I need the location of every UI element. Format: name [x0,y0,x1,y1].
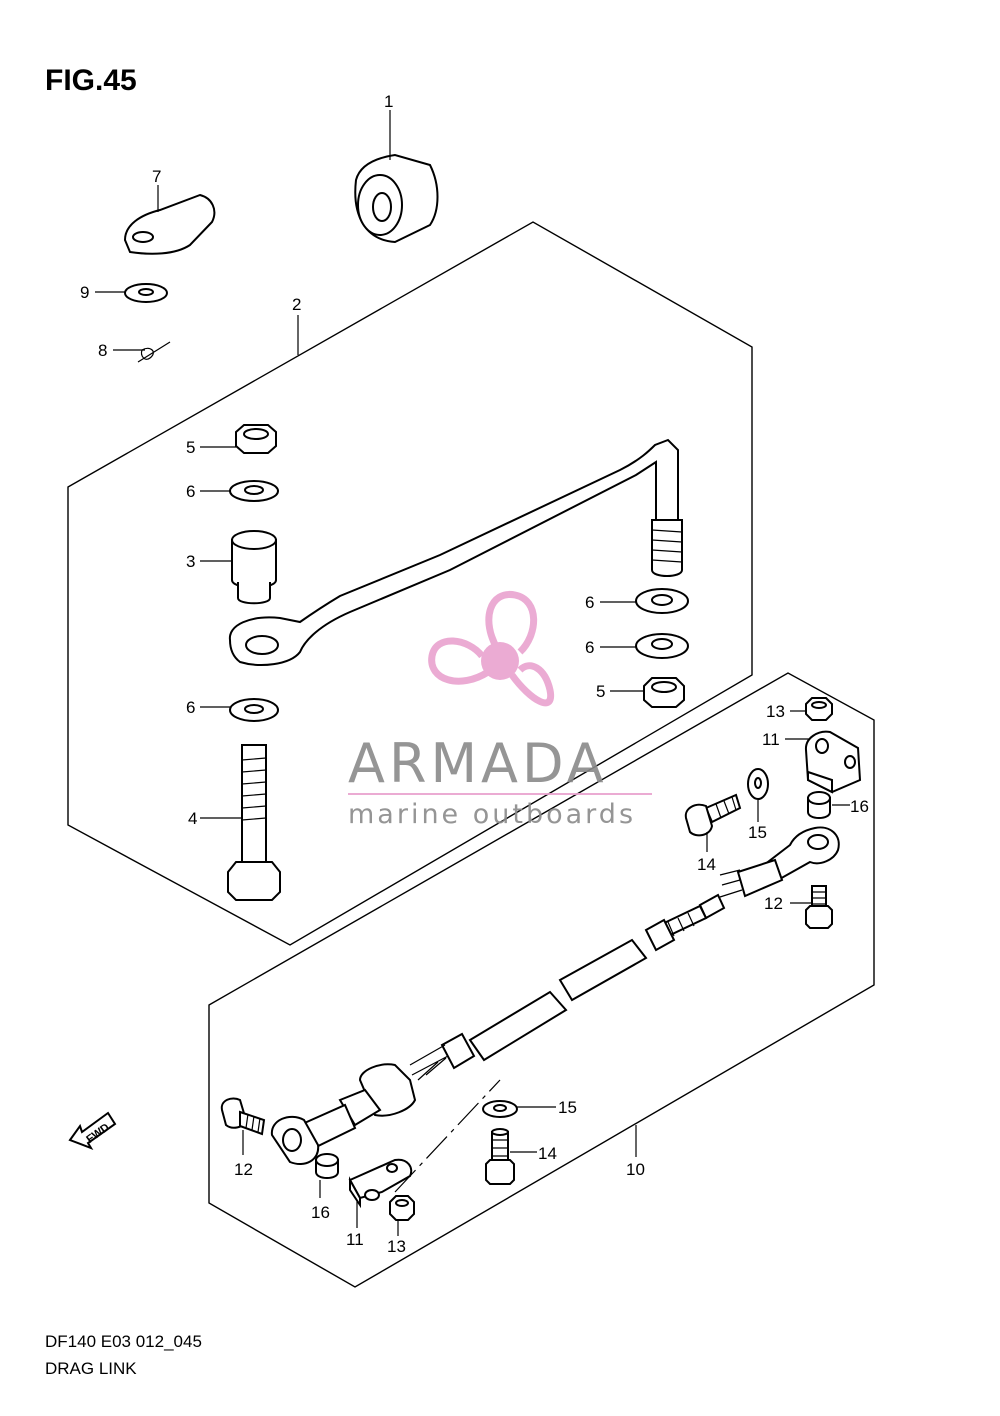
model-code: DF140 E03 012_045 [45,1332,202,1351]
part-14-bolt-lower [485,1128,515,1185]
part-5-nut-upper [235,424,277,454]
part-11-bracket-left [348,1158,413,1209]
callout-11-left: 11 [346,1230,364,1249]
part-11-bracket-right [804,730,862,794]
callout-12-right: 12 [764,894,783,913]
watermark-brand: ARMADA [348,732,608,795]
callout-6-1: 6 [186,482,195,501]
callout-6-3: 6 [585,638,594,657]
part-12-bolt-right [805,885,833,929]
callout-16-left: 16 [311,1203,330,1222]
forward-arrow-icon: FWD [68,1111,117,1150]
part-10-cable-assembly [270,826,840,1165]
callout-1: 1 [384,92,393,111]
part-6-washer-3 [635,633,689,659]
part-12-bolt-left [220,1097,266,1136]
part-9-washer [124,283,168,303]
propeller-hub [481,642,519,680]
part-16-sleeve-right [807,791,831,819]
callout-15-lower: 15 [558,1098,577,1117]
callout-3: 3 [186,552,195,571]
part-5-nut-lower [643,677,685,708]
part-3-collar [231,530,277,605]
watermark-tagline: marine outboards [348,799,636,830]
callout-14-right: 14 [697,855,716,874]
callout-6-4: 6 [186,698,195,717]
callout-16-right: 16 [850,797,869,816]
part-2-drag-link-rod [228,438,683,666]
section-name: DRAG LINK [45,1359,137,1378]
callout-5-upper: 5 [186,438,195,457]
callout-7: 7 [152,167,161,186]
part-8-cotter-pin [137,341,171,363]
callout-15-right: 15 [748,823,767,842]
part-13-nut-left [389,1195,415,1221]
callout-4: 4 [188,809,197,828]
part-13-nut-right [805,697,833,721]
part-16-sleeve-left [315,1153,339,1179]
assembly-box-drag-link [67,221,753,946]
callout-10: 10 [626,1160,645,1179]
callout-9: 9 [80,283,89,302]
part-6-washer-2 [635,588,689,614]
callout-13-right: 13 [766,702,785,721]
part-6-washer-1 [229,480,279,502]
watermark: ARMADA marine outboards [348,591,652,830]
part-6-washer-4 [229,698,279,722]
callout-2: 2 [292,295,301,314]
callout-11-right: 11 [762,730,780,749]
part-4-bolt [227,744,281,901]
part-15-washer-lower [482,1100,518,1118]
callout-13-left: 13 [387,1237,406,1256]
propeller-icon [428,591,555,707]
callout-12-left: 12 [234,1160,253,1179]
part-1-bushing [354,153,439,244]
part-14-bolt-right [684,793,742,837]
part-15-washer-right [747,768,769,800]
callout-6-2: 6 [585,593,594,612]
part-7-bracket [123,193,216,255]
figure-title: FIG.45 [45,64,137,97]
callout-14-lower: 14 [538,1144,557,1163]
callout-8: 8 [98,341,107,360]
assembly-box-cable-assembly [208,672,875,1288]
callout-5-lower: 5 [596,682,605,701]
